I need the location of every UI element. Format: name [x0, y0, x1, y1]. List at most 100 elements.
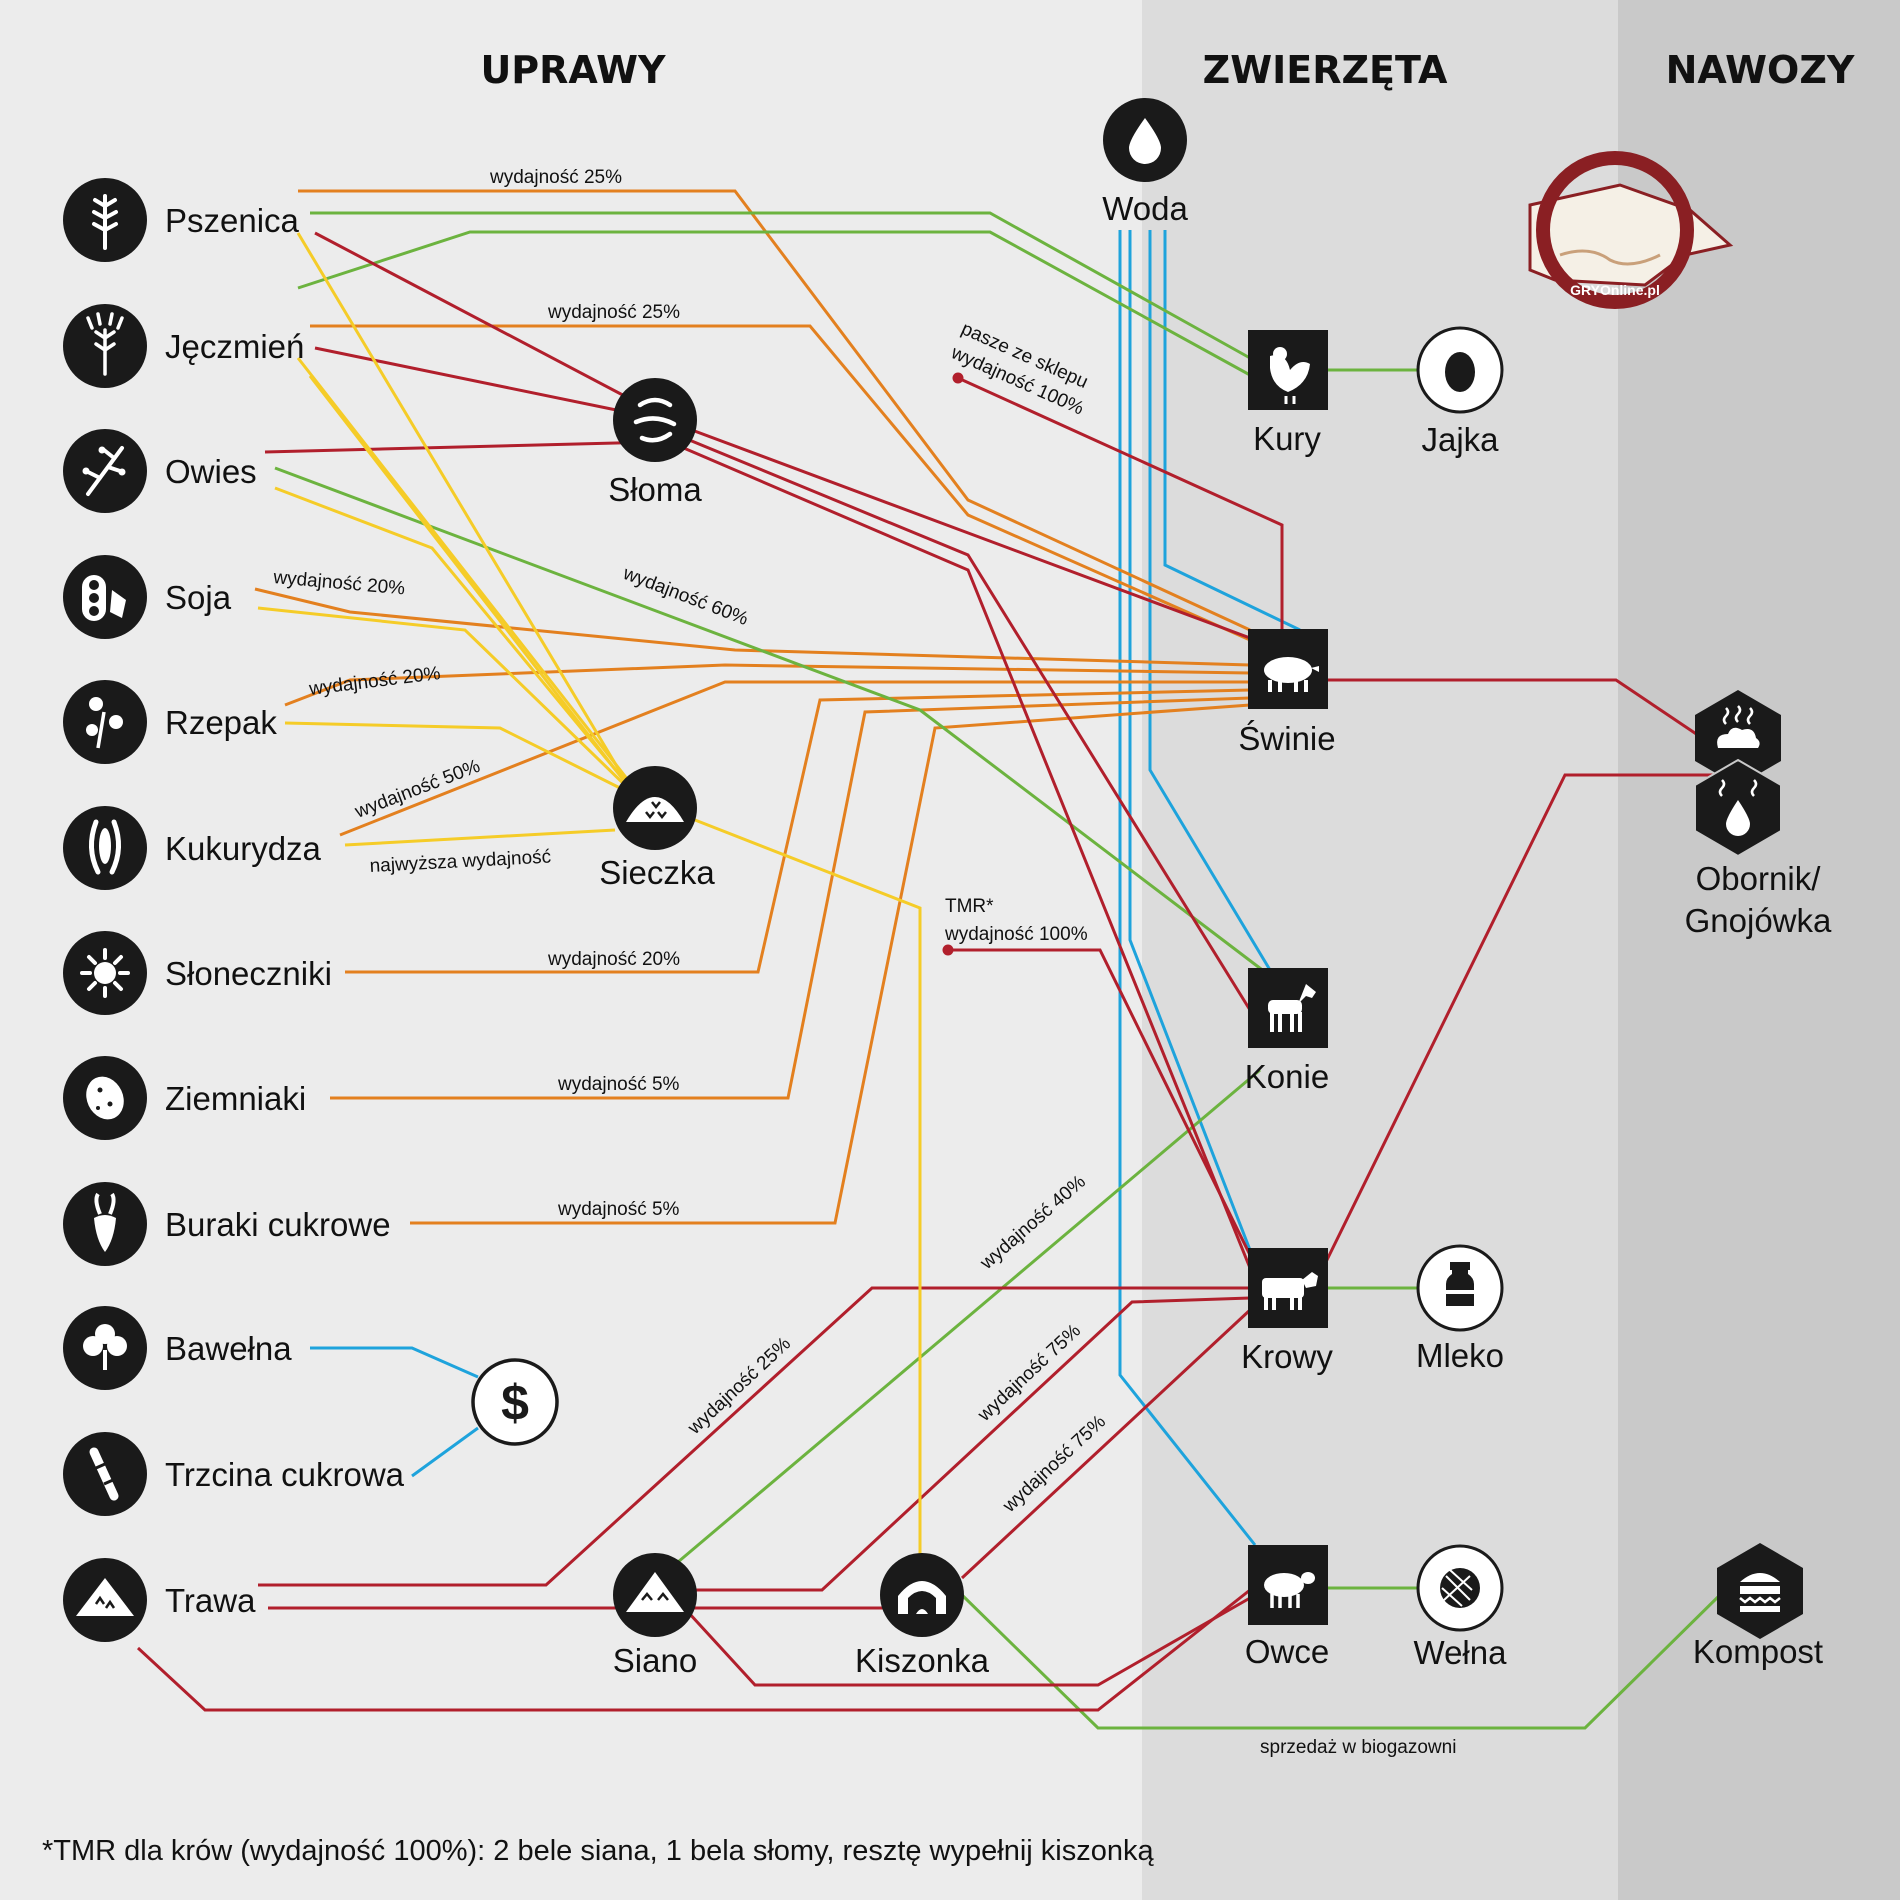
- barley-to-chaff-line: [296, 357, 630, 781]
- crop-item-canola: Rzepak: [63, 680, 277, 764]
- green-lines: [274, 211, 1727, 1730]
- crop-label: Trawa: [165, 1582, 256, 1619]
- crop-list: Pszenica Jęczmień Owies: [63, 178, 405, 1642]
- label-canola-yield: wydajność 20%: [307, 663, 442, 700]
- compost-node: Kompost: [1693, 1543, 1823, 1670]
- crop-item-oat: Owies: [63, 429, 257, 513]
- milk-can-icon: [1416, 1244, 1504, 1332]
- water-to-pigs-line: [1163, 230, 1301, 632]
- wool-label: Wełna: [1414, 1634, 1508, 1671]
- crop-item-soy: Soja: [63, 555, 232, 639]
- slurry-label: Gnojówka: [1685, 902, 1832, 939]
- potato-to-pigs-line: [330, 696, 1251, 1100]
- barley-to-chickens-line: [297, 230, 1251, 377]
- shop-feed-line: [957, 376, 1284, 630]
- footer-note: *TMR dla krów (wydajność 100%): 2 bele s…: [42, 1835, 1154, 1867]
- manure-icon: [1695, 690, 1781, 786]
- hay-to-cows-line: [678, 1296, 1251, 1592]
- animals-zone-background: [1142, 0, 1618, 1900]
- cotton-icon: [63, 1306, 147, 1390]
- eggs-node: Jajka: [1416, 326, 1504, 458]
- yellow-lines: [257, 232, 922, 1570]
- crop-item-barley: Jęczmień: [63, 304, 304, 388]
- crop-item-grass: Trawa: [63, 1558, 256, 1642]
- sugarcane-to-money-line: [411, 1426, 479, 1478]
- grass-icon: [63, 1558, 147, 1642]
- pig-icon: [1248, 629, 1328, 709]
- water-node: Woda: [1102, 98, 1188, 227]
- wheat-to-chickens-line: [310, 211, 1251, 360]
- hay-icon: [613, 1553, 697, 1637]
- barley-to-straw-line: [314, 346, 656, 420]
- logo-text: GRYOnline.pl: [1570, 282, 1660, 298]
- oat-icon: [63, 429, 147, 513]
- sunflower-icon: [63, 931, 147, 1015]
- chickens-node: Kury: [1248, 330, 1328, 457]
- beet-to-pigs-line: [410, 703, 1251, 1225]
- soy-to-chaff-line: [257, 606, 630, 790]
- crop-item-wheat: Pszenica: [63, 178, 300, 262]
- yarn-ball-icon: [1416, 1544, 1504, 1632]
- sunflower-to-pigs-line: [345, 688, 1251, 974]
- cow-icon: [1248, 1248, 1328, 1328]
- header-crops: UPRAWY: [480, 48, 666, 92]
- label-corn-yield: wydajność 50%: [351, 756, 483, 823]
- pigs-node: Świnie: [1238, 629, 1336, 757]
- water-to-horses-line: [1148, 230, 1272, 971]
- slurry-icon: [1694, 758, 1782, 858]
- straw-node: Słoma: [608, 378, 702, 508]
- pigs-to-manure-line: [1328, 678, 1733, 760]
- straw-to-pigs-line: [664, 418, 1251, 640]
- barley2-to-chaff-line: [308, 375, 627, 783]
- crop-label: Rzepak: [165, 704, 277, 741]
- label-oat-yield: wydajność 60%: [619, 563, 751, 630]
- hay-label: Siano: [613, 1642, 697, 1679]
- compost-label: Kompost: [1693, 1633, 1823, 1670]
- water-label: Woda: [1102, 190, 1188, 227]
- wheat-to-chaff-line: [296, 232, 627, 781]
- money-node: $: [471, 1358, 559, 1446]
- crop-item-corn: Kukurydza: [63, 806, 322, 890]
- crop-label: Ziemniaki: [165, 1080, 306, 1117]
- grass-to-cows-line: [258, 1286, 1250, 1587]
- silage-to-cows-line: [960, 1308, 1252, 1580]
- manure-label: Obornik/: [1696, 860, 1822, 897]
- crop-label: Słoneczniki: [165, 955, 332, 992]
- crop-label: Kukurydza: [165, 830, 322, 867]
- silage-label: Kiszonka: [855, 1642, 990, 1679]
- water-drop-icon: [1103, 98, 1187, 182]
- water-to-sheep-line: [1118, 230, 1257, 1546]
- cows-node: Krowy: [1241, 1248, 1333, 1375]
- silage-icon: [880, 1553, 964, 1637]
- wheat-to-pigs-line: [298, 189, 1251, 632]
- pigs-label: Świnie: [1238, 719, 1335, 757]
- hay-to-horses-line: [677, 1068, 1261, 1564]
- chaff-to-silage-line: [694, 818, 922, 1570]
- header-fertilizers: NAWOZY: [1666, 48, 1855, 92]
- label-silage-cows: wydajność 75%: [998, 1411, 1110, 1517]
- manure-node: Obornik/ Gnojówka: [1685, 690, 1832, 939]
- horses-label: Konie: [1245, 1058, 1329, 1095]
- label-tmr-2: wydajność 100%: [944, 924, 1088, 945]
- grass-to-sheep-line: [136, 1588, 1251, 1712]
- crop-item-cotton: Bawełna: [63, 1306, 292, 1390]
- sugar-beet-icon: [63, 1182, 147, 1266]
- red-lines: [136, 231, 1733, 1712]
- egg-icon: [1416, 326, 1504, 414]
- corn-to-chaff-line: [344, 828, 616, 847]
- shop-feed-dot: [952, 372, 964, 384]
- canola-to-pigs-line: [284, 663, 1251, 707]
- cows-to-manure-line: [1320, 773, 1725, 1271]
- sheep-label: Owce: [1245, 1633, 1329, 1670]
- straw-to-horses-line: [664, 428, 1252, 1011]
- straw-icon: [613, 378, 697, 462]
- horse-icon: [1248, 968, 1328, 1048]
- soy-to-pigs-line: [254, 587, 1251, 667]
- hay-to-sheep-line: [686, 1596, 1251, 1687]
- tmr-line: [948, 948, 1252, 1256]
- chaff-label: Sieczka: [599, 854, 715, 891]
- silage-to-biogas-line: [960, 1588, 1727, 1730]
- canola-icon: [63, 680, 147, 764]
- orange-lines: [254, 189, 1251, 1225]
